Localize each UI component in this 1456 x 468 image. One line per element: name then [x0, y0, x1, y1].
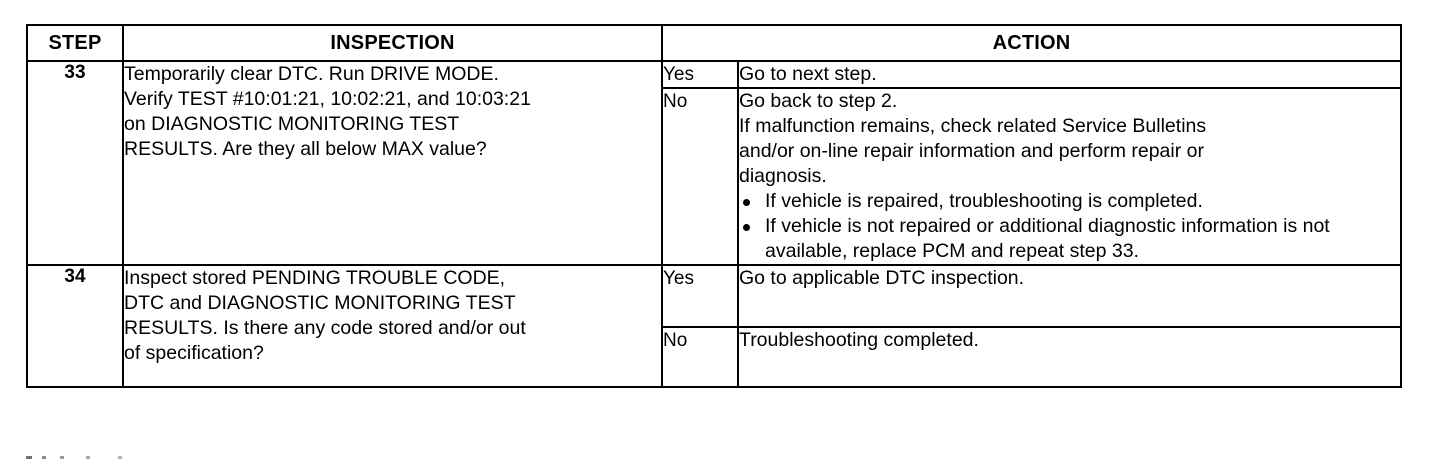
bullet-icon: [743, 199, 750, 206]
action-cell: Troubleshooting completed.: [737, 326, 1402, 388]
column-header-inspection: INSPECTION: [122, 24, 663, 62]
branch-answer-no: No: [661, 326, 739, 388]
inspection-line: Inspect stored PENDING TROUBLE CODE,: [124, 267, 506, 289]
action-cell: Go to applicable DTC inspection.: [737, 264, 1402, 328]
table-row: No Go back to step 2. If malfunction rem…: [27, 87, 1402, 266]
list-item-label: If vehicle is not repaired or additional…: [765, 215, 1330, 262]
table-row: 33 Temporarily clear DTC. Run DRIVE MODE…: [26, 60, 1402, 266]
inspection-line: RESULTS. Are they all below MAX value?: [124, 138, 487, 160]
action-line: diagnosis.: [739, 165, 827, 187]
list-item: If vehicle is repaired, troubleshooting …: [739, 189, 1400, 214]
table-row: 34 Inspect stored PENDING TROUBLE CODE, …: [26, 264, 1402, 388]
action-line: If malfunction remains, check related Se…: [739, 115, 1207, 137]
branch-answer-yes: Yes: [661, 264, 739, 328]
list-item-label: If vehicle is repaired, troubleshooting …: [765, 190, 1203, 212]
troubleshooting-table: STEP INSPECTION ACTION 33 Temporarily cl…: [26, 24, 1402, 388]
action-cell: Go to next step.: [737, 60, 1402, 89]
table-header-row: STEP INSPECTION ACTION: [26, 24, 1402, 62]
list-item: If vehicle is not repaired or additional…: [739, 214, 1400, 264]
action-line: Go back to step 2.: [739, 90, 898, 112]
table-row: No Troubleshooting completed.: [27, 326, 1402, 388]
action-cell: Go back to step 2. If malfunction remain…: [737, 87, 1402, 266]
branch-answer-no: No: [661, 87, 739, 266]
column-header-action: ACTION: [661, 24, 1402, 62]
action-bullet-list: If vehicle is repaired, troubleshooting …: [739, 189, 1400, 264]
inspection-line: on DIAGNOSTIC MONITORING TEST: [124, 113, 460, 135]
scan-artifact: [26, 456, 176, 459]
bullet-icon: [743, 224, 750, 231]
step-number-cell: 33: [26, 60, 124, 266]
inspection-cell: Inspect stored PENDING TROUBLE CODE, DTC…: [122, 264, 663, 388]
inspection-line: Verify TEST #10:01:21, 10:02:21, and 10:…: [124, 88, 531, 110]
action-line: Go to next step.: [739, 63, 877, 85]
step-number-cell: 34: [26, 264, 124, 388]
inspection-line: DTC and DIAGNOSTIC MONITORING TEST: [124, 292, 516, 314]
inspection-line: RESULTS. Is there any code stored and/or…: [124, 317, 526, 339]
action-line: and/or on-line repair information and pe…: [739, 140, 1204, 162]
action-line: Go to applicable DTC inspection.: [739, 267, 1025, 289]
inspection-line: of specification?: [124, 342, 264, 364]
branch-answer-yes: Yes: [661, 60, 739, 89]
action-line: Troubleshooting completed.: [739, 329, 979, 351]
column-header-step: STEP: [26, 24, 124, 62]
inspection-line: Temporarily clear DTC. Run DRIVE MODE.: [124, 63, 499, 85]
inspection-cell: Temporarily clear DTC. Run DRIVE MODE. V…: [122, 60, 663, 266]
